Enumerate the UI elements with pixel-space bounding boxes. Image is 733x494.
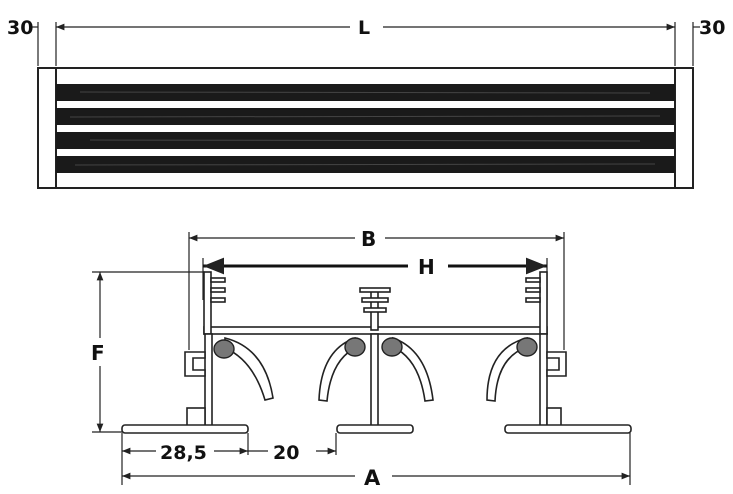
top-view: 30 L 30 [7, 17, 725, 189]
blade-left-1 [224, 336, 274, 401]
right-leg [539, 333, 548, 427]
slat-highlight [79, 91, 651, 94]
seal [516, 337, 538, 357]
right-fin [525, 287, 541, 293]
left-leg-foot [186, 407, 206, 427]
slat-highlight [74, 163, 656, 166]
right-fin [525, 277, 541, 283]
left-wall [203, 271, 212, 335]
left-flange [121, 424, 249, 434]
center-leg [370, 333, 379, 427]
height-f-dimension: F [91, 341, 105, 365]
slat-highlight [69, 115, 661, 118]
left-fin [210, 277, 226, 283]
width-b-dimension: B [361, 227, 376, 251]
blade-left-2 [318, 336, 358, 402]
left-fin [210, 297, 226, 303]
center-fin [361, 297, 389, 303]
flange-dimension: 28,5 [160, 442, 207, 464]
seal [381, 337, 403, 357]
center-flange [336, 424, 414, 434]
length-dimension: L [358, 17, 370, 39]
right-leg-foot [546, 407, 562, 427]
width-h-dimension: H [418, 255, 435, 279]
left-clip [184, 351, 206, 377]
gap-dimension: 20 [273, 442, 299, 464]
right-fin [525, 297, 541, 303]
left-fin [210, 287, 226, 293]
right-end-cap [674, 67, 694, 189]
center-cap [359, 287, 391, 293]
left-leg [204, 333, 213, 427]
seal [344, 337, 366, 357]
section-view: B H F [91, 227, 632, 490]
right-end-dimension: 30 [699, 17, 725, 39]
left-end-cap [37, 67, 57, 189]
left-end-dimension: 30 [7, 17, 33, 39]
blade-right-1 [392, 336, 434, 402]
slat-highlight [89, 139, 641, 142]
center-fin [363, 307, 387, 313]
right-flange [504, 424, 632, 434]
right-wall [539, 271, 548, 335]
seal [213, 339, 235, 359]
right-clip [546, 351, 567, 377]
overall-a-dimension: A [364, 466, 381, 490]
